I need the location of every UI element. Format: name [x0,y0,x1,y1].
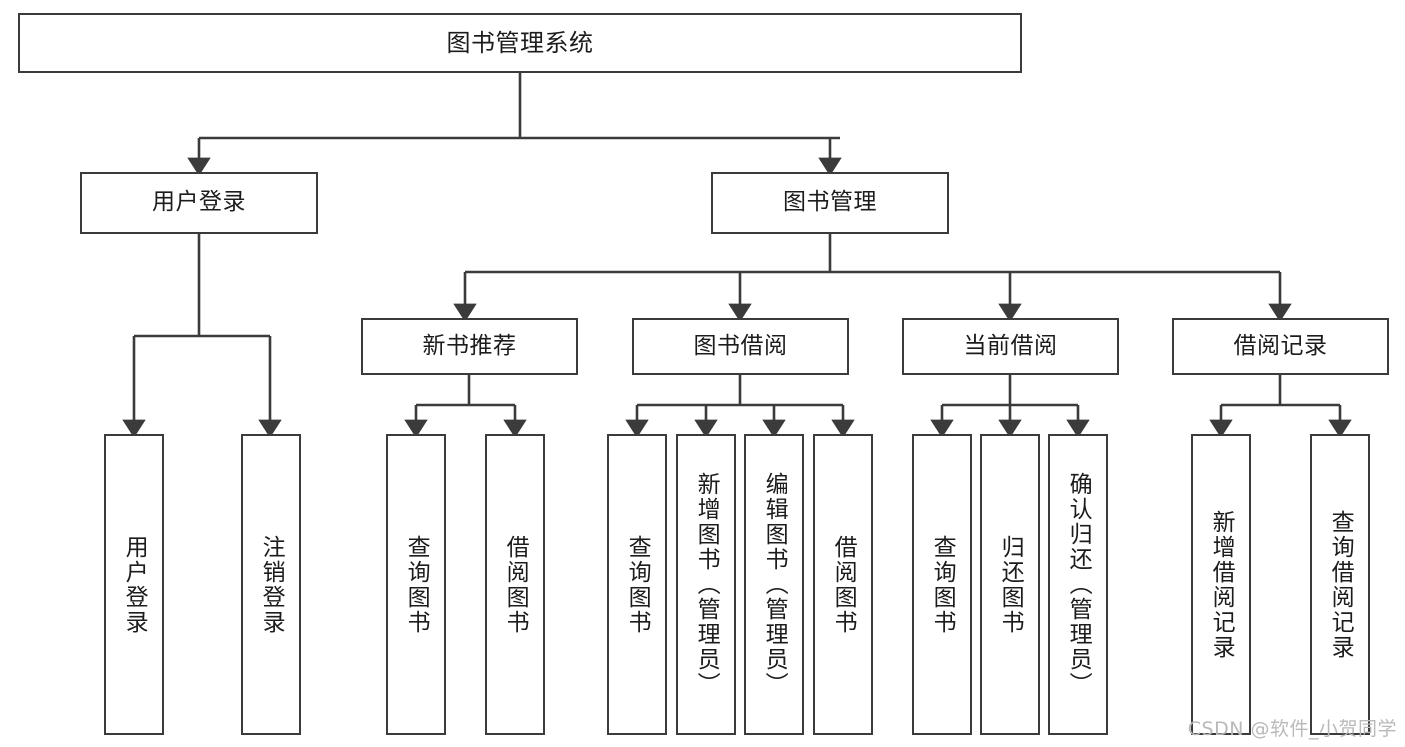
node-label: 图书管理 [783,189,877,216]
leaf-record-query-record[interactable]: 查询借阅记录 [1310,434,1370,735]
node-label: 当前借阅 [963,332,1058,359]
leaf-user-login-signin[interactable]: 用户登录 [104,434,164,735]
leaf-current-confirm-return-admin[interactable]: 确认归还（管理员） [1048,434,1108,735]
leaf-current-return-book[interactable]: 归还图书 [980,434,1040,735]
node-label: 归还图书 [997,534,1024,635]
node-label: 查询借阅记录 [1327,509,1354,660]
node-borrow-record[interactable]: 借阅记录 [1172,318,1389,375]
node-label: 图书管理系统 [446,28,594,57]
node-label: 查询图书 [624,534,651,635]
node-label: 新增图书（管理员） [693,472,720,697]
node-new-book-recommend[interactable]: 新书推荐 [361,318,578,375]
node-label: 图书借阅 [693,332,788,359]
leaf-user-login-signout[interactable]: 注销登录 [241,434,301,735]
leaf-borrow-query-book[interactable]: 查询图书 [607,434,667,735]
node-current-borrow[interactable]: 当前借阅 [902,318,1119,375]
leaf-record-add-record[interactable]: 新增借阅记录 [1191,434,1251,735]
node-label: 用户登录 [121,534,148,635]
leaf-borrow-edit-book-admin[interactable]: 编辑图书（管理员） [744,434,804,735]
leaf-new-book-query[interactable]: 查询图书 [386,434,446,735]
node-label: 确认归还（管理员） [1065,472,1092,697]
leaf-new-book-borrow[interactable]: 借阅图书 [485,434,545,735]
node-label: 查询图书 [403,534,430,635]
node-label: 编辑图书（管理员） [761,472,788,697]
node-user-login[interactable]: 用户登录 [80,172,318,234]
node-label: 借阅图书 [830,534,857,635]
node-label: 新增借阅记录 [1208,509,1235,660]
leaf-current-query-book[interactable]: 查询图书 [912,434,972,735]
node-label: 借阅图书 [502,534,529,635]
leaf-borrow-borrow-book[interactable]: 借阅图书 [813,434,873,735]
node-label: 用户登录 [152,189,246,216]
node-label: 注销登录 [258,534,285,635]
node-root-system[interactable]: 图书管理系统 [18,13,1022,73]
csdn-watermark: CSDN @软件_小贺同学 [1187,718,1397,740]
node-label: 借阅记录 [1233,332,1328,359]
node-label: 查询图书 [929,534,956,635]
node-book-borrow[interactable]: 图书借阅 [632,318,849,375]
node-book-management[interactable]: 图书管理 [711,172,949,234]
node-label: 新书推荐 [422,332,517,359]
leaf-borrow-add-book-admin[interactable]: 新增图书（管理员） [676,434,736,735]
